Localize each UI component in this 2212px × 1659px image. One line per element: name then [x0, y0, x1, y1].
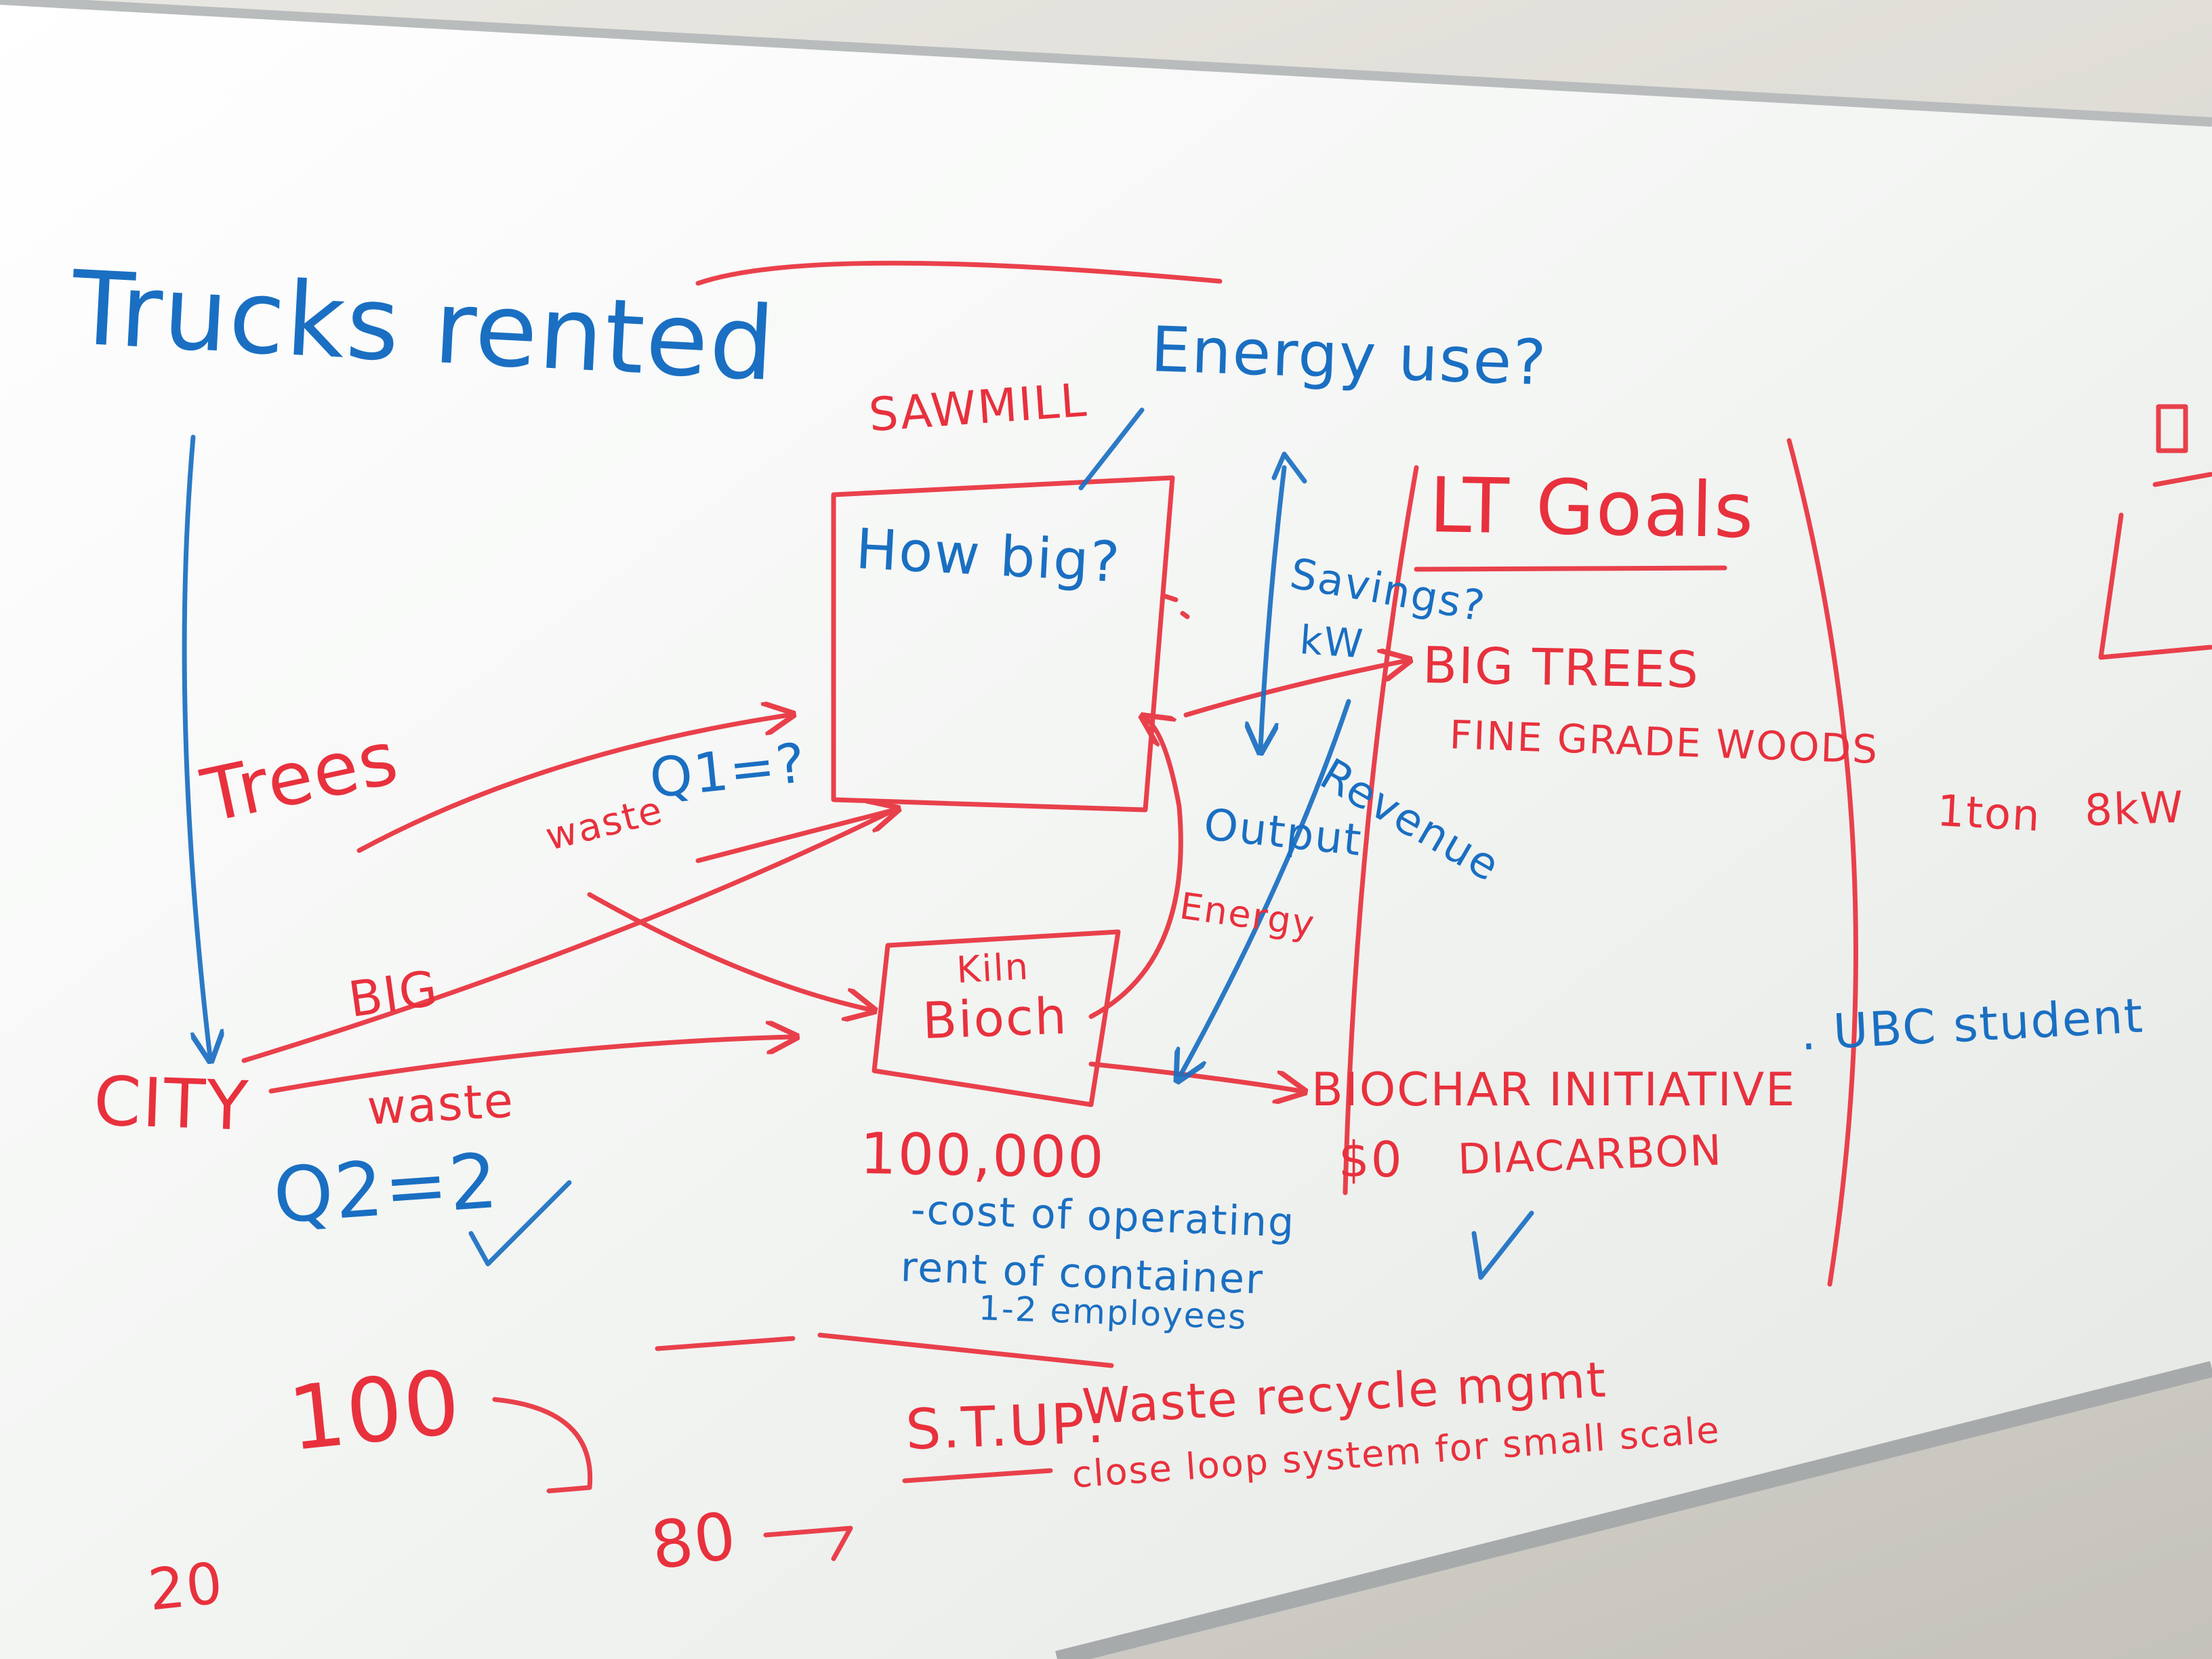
kiln-box [872, 929, 1121, 1107]
q2-checkmark [468, 1180, 572, 1267]
kiln-label: Kiln [955, 945, 1031, 991]
dollar-zero-label: $0 [1338, 1131, 1404, 1188]
eighty-label: 80 [646, 1497, 742, 1584]
lt-right-line [1786, 438, 1858, 1287]
biochar-initiative-label: BIOCHAR INITIATIVE [1311, 1063, 1797, 1117]
lt-left-line [1343, 465, 1419, 1195]
diacarbon-checkmark [1471, 1210, 1534, 1280]
waste-lower-label: waste [365, 1072, 516, 1136]
q2-label: Q2=2 [270, 1136, 502, 1241]
waste-to-kiln-arrow [587, 892, 871, 1010]
bioch-label: Bioch [921, 987, 1069, 1050]
trees-arrow [356, 715, 790, 853]
hundred-thousand-label: 100,000 [859, 1120, 1106, 1191]
big-arrow [241, 807, 897, 1063]
kw-label: kW [1298, 617, 1366, 668]
sawmill-to-bigtrees-arrow [1183, 661, 1406, 718]
big-trees-label: BIG TREES [1422, 636, 1700, 700]
hundred-arrow [492, 1397, 593, 1494]
right-box-scribble [2098, 472, 2212, 660]
trucks-to-city-arrow [182, 434, 210, 1057]
energy-loop [1088, 718, 1183, 1019]
diacarbon-label: DIACARBON [1456, 1125, 1723, 1184]
how-big-label: How big? [854, 517, 1123, 596]
marker-dots [1163, 594, 1190, 619]
stup-overline-1 [655, 1336, 796, 1351]
big-label: BIG [345, 959, 442, 1029]
eight-kw-label: 8kW [2083, 782, 2186, 836]
top-arc [695, 260, 1223, 286]
hundred-label: 100 [283, 1350, 466, 1471]
twenty-label: 20 [145, 1549, 227, 1624]
lt-goals-label: LT Goals [1428, 462, 1756, 556]
one-ton-label: 1ton [1936, 786, 2043, 842]
stup-label: S.T.UP: [904, 1391, 1107, 1462]
waste-to-sawmill-arrow [695, 810, 895, 863]
energy-use-pointer [1078, 407, 1145, 491]
board-frame-bottom [1055, 1361, 2212, 1659]
stup-overline-2 [817, 1332, 1114, 1368]
eighty-arrow [763, 1525, 853, 1561]
board-frame-top [0, 0, 2212, 127]
city-waste-arrow [268, 1037, 793, 1094]
employees-label: 1-2 employees [978, 1288, 1248, 1337]
cost-of-operating-label: -cost of operating [909, 1186, 1296, 1247]
right-box-small [2156, 404, 2188, 453]
energy-use-label: Energy use? [1149, 313, 1549, 400]
savings-double-arrow [1261, 465, 1287, 749]
lt-goals-underline [1414, 565, 1727, 572]
revenue-line [1179, 699, 1351, 1078]
city-label: CITY [92, 1061, 251, 1146]
kiln-to-biochar-arrow [1088, 1061, 1301, 1091]
q1-label: Q1=? [647, 731, 810, 811]
stup-underline [902, 1468, 1053, 1483]
savings-double-arrow-head [1271, 451, 1307, 484]
sawmill-box [831, 475, 1175, 813]
